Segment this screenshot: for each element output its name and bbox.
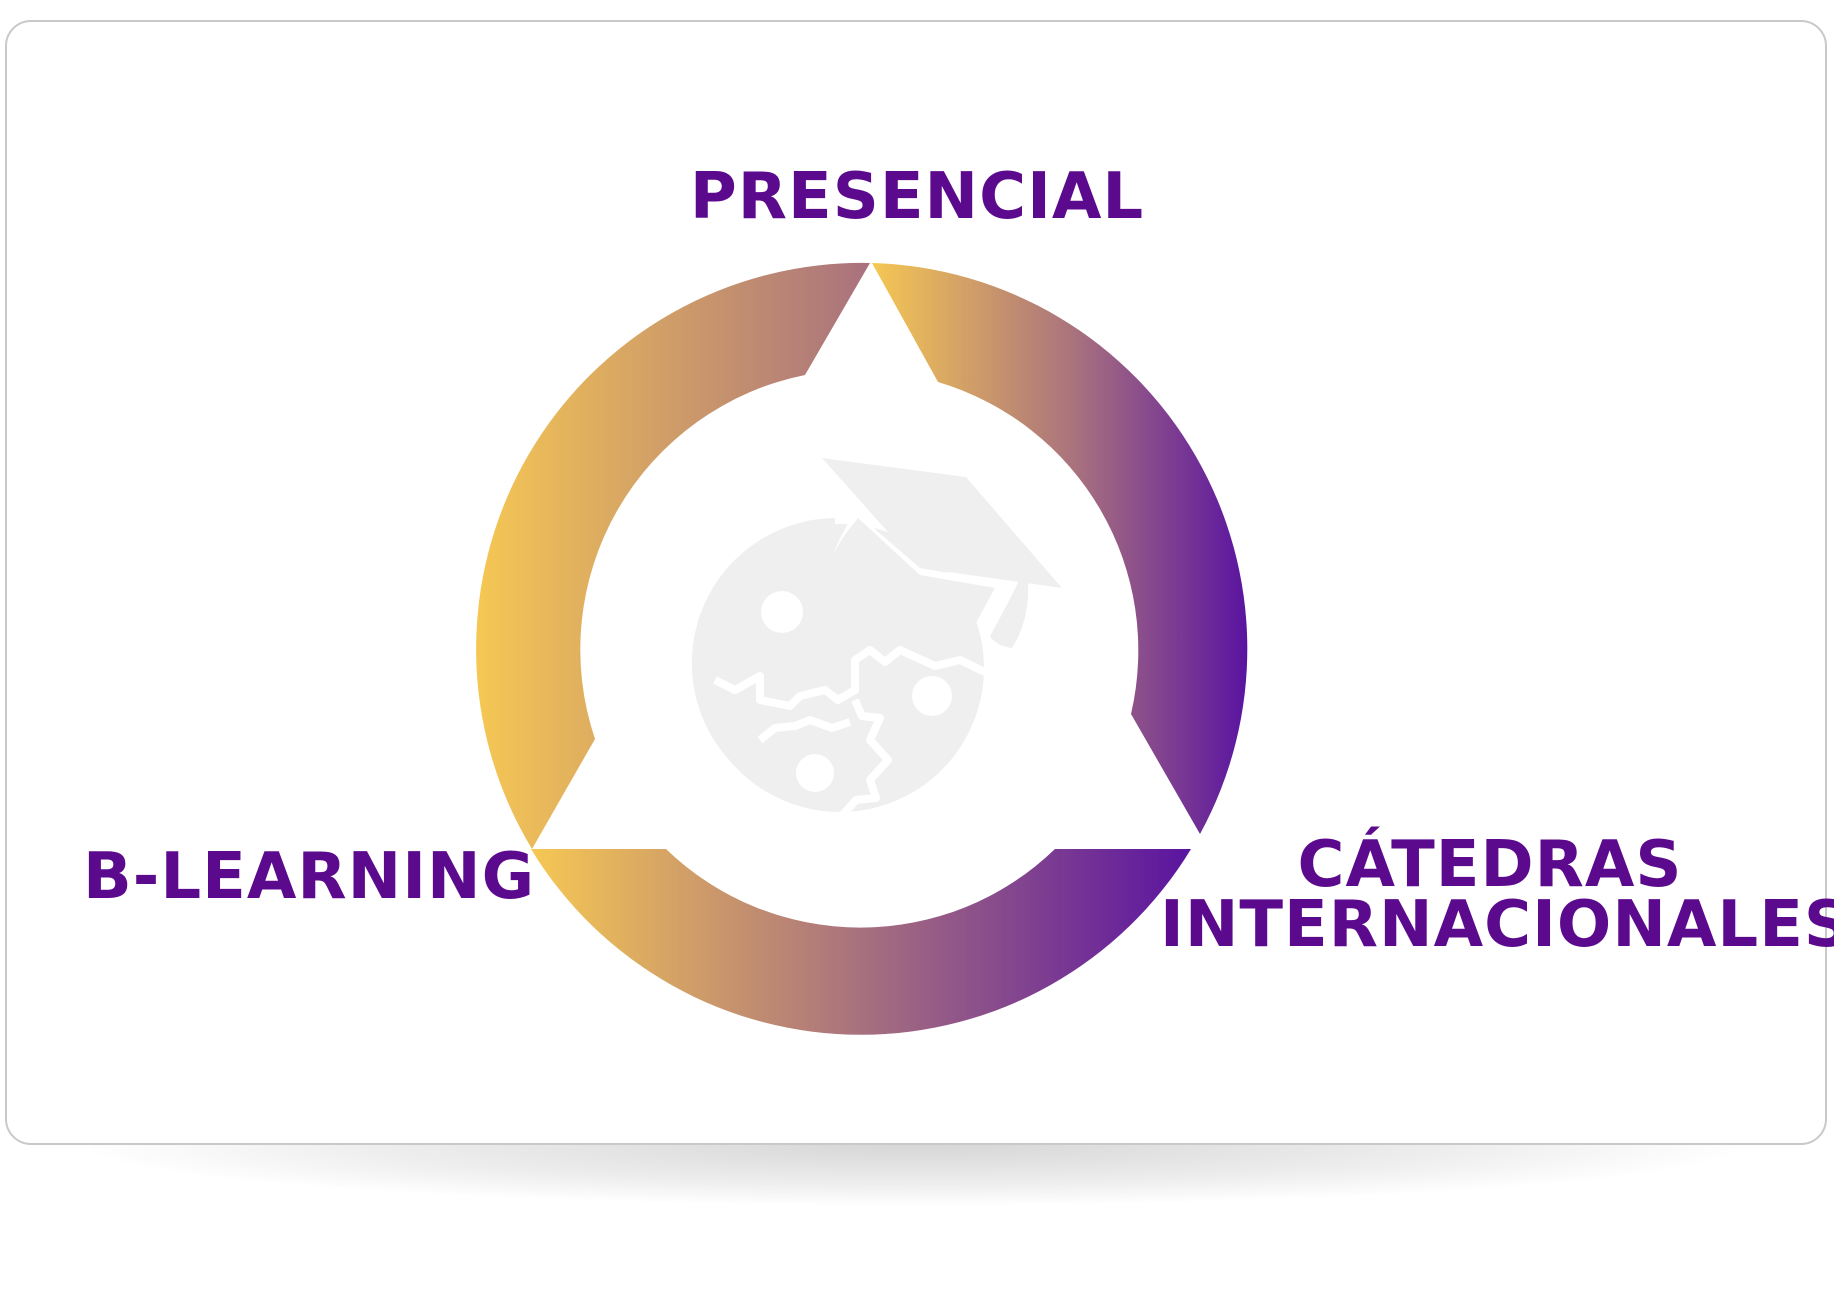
ring-segment-left (476, 262, 870, 850)
label-catedras-line-2: INTERNACIONALES (1160, 888, 1834, 962)
ring-segment-right (872, 263, 1248, 834)
label-catedras-line-1: CÁTEDRAS (1297, 828, 1683, 902)
label-presencial: PRESENCIAL (689, 160, 1145, 234)
label-catedras-internacionales: CÁTEDRAS INTERNACIONALES (1160, 828, 1834, 962)
ring-segment-bottom (531, 849, 1191, 1035)
label-b-learning: B-LEARNING (83, 840, 536, 914)
globe-gears-graduation-cap-icon (691, 458, 1062, 821)
